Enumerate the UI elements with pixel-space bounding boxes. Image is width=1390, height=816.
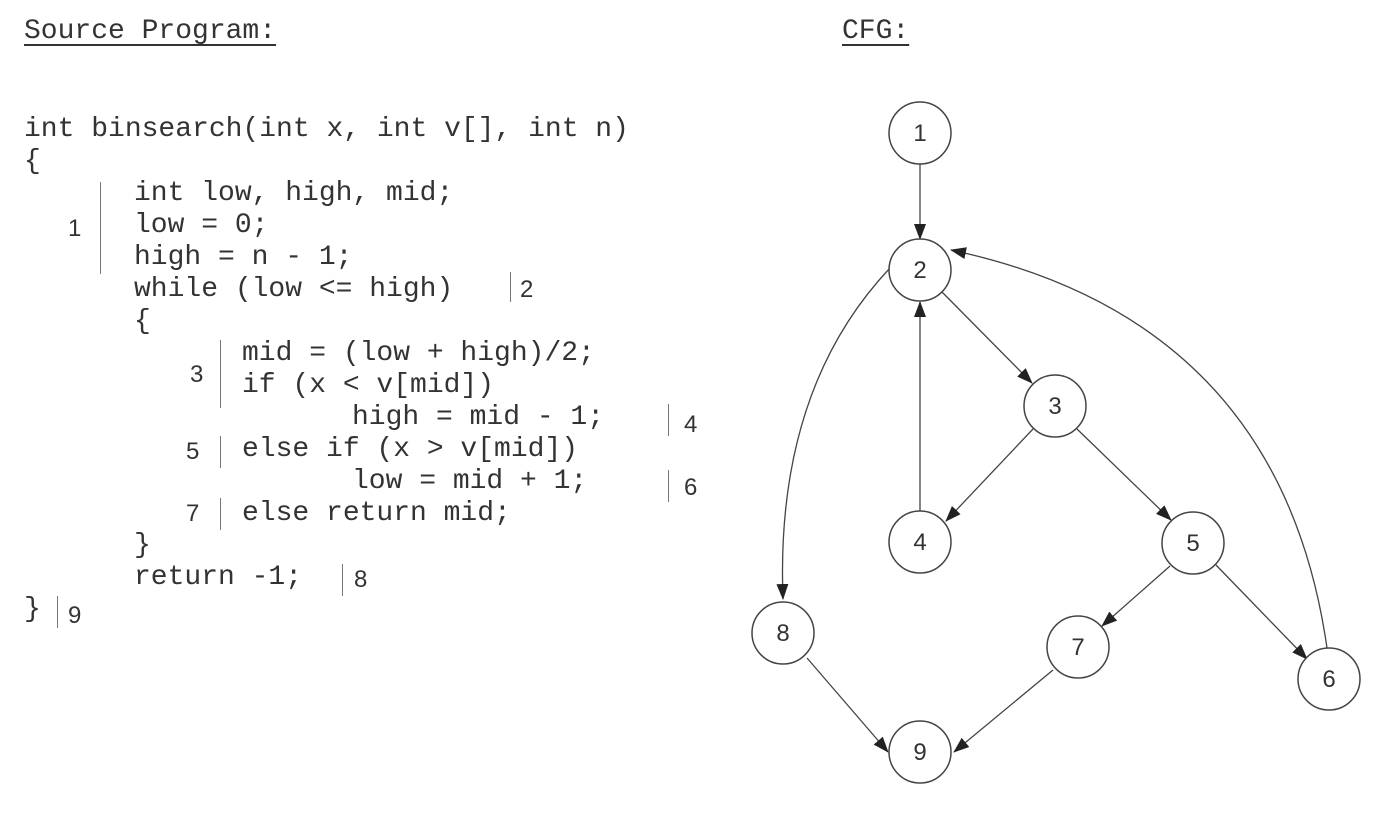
block-8-bar <box>342 564 343 596</box>
cfg-node-9-label: 9 <box>913 739 926 766</box>
edge-5-7 <box>1101 565 1171 627</box>
cfg-node-1: 1 <box>888 101 952 165</box>
cfg-node-5: 5 <box>1161 511 1225 575</box>
edge-7-9 <box>953 669 1054 753</box>
code-line-else-return: else return mid; <box>242 498 511 529</box>
edge-2-8 <box>776 267 891 600</box>
block-label-1: 1 <box>68 215 82 242</box>
block-9-bar <box>57 596 58 628</box>
edge-6-2 <box>950 247 1328 649</box>
block-6-bar <box>668 470 669 502</box>
code-line-return: return -1; <box>134 562 303 593</box>
cfg-node-6-label: 6 <box>1322 666 1335 693</box>
cfg-heading: CFG: <box>842 16 910 47</box>
code-line-low-update: low = mid + 1; <box>352 466 588 497</box>
code-line-while: while (low <= high) <box>134 274 454 305</box>
edge-3-4 <box>945 428 1034 522</box>
source-program-heading: Source Program: <box>24 16 277 47</box>
code-line-high-update: high = mid - 1; <box>352 402 605 433</box>
cfg-node-9: 9 <box>888 720 952 784</box>
cfg-node-1-label: 1 <box>913 120 926 147</box>
edge-2-3 <box>941 291 1033 384</box>
cfg-node-6: 6 <box>1297 647 1361 711</box>
cfg-node-2-label: 2 <box>913 257 926 284</box>
cfg-node-4-label: 4 <box>913 529 926 556</box>
block-2-bar <box>510 272 511 302</box>
edge-3-5 <box>1076 428 1172 521</box>
block-3-bar <box>220 340 221 408</box>
code-line-signature: int binsearch(int x, int v[], int n) <box>24 114 629 145</box>
cfg-node-7-label: 7 <box>1071 634 1084 661</box>
cfg-node-3-label: 3 <box>1048 393 1061 420</box>
block-label-6: 6 <box>684 474 698 501</box>
edge-8-9 <box>806 657 889 753</box>
block-label-9: 9 <box>68 602 82 629</box>
block-label-3: 3 <box>190 361 204 388</box>
block-1-bar <box>100 182 101 274</box>
block-4-bar <box>668 404 669 436</box>
cfg-node-3: 3 <box>1023 374 1087 438</box>
cfg-node-2: 2 <box>888 238 952 302</box>
code-line-if: if (x < v[mid]) <box>242 370 495 401</box>
code-line-mid: mid = (low + high)/2; <box>242 338 595 369</box>
cfg-node-5-label: 5 <box>1186 530 1199 557</box>
block-label-4: 4 <box>684 411 698 438</box>
block-label-2: 2 <box>520 276 534 303</box>
cfg-node-7: 7 <box>1046 615 1110 679</box>
code-line-close-brace: } <box>24 594 41 625</box>
block-5-bar <box>220 436 221 468</box>
code-line-open-brace: { <box>24 146 41 177</box>
code-line-low-init: low = 0; <box>134 210 269 241</box>
cfg-node-8: 8 <box>751 601 815 665</box>
code-line-while-close-brace: } <box>134 530 151 561</box>
edge-5-6 <box>1215 564 1308 660</box>
cfg-node-8-label: 8 <box>776 620 789 647</box>
code-line-else-if: else if (x > v[mid]) <box>242 434 579 465</box>
code-line-declare: int low, high, mid; <box>134 178 454 209</box>
code-line-high-init: high = n - 1; <box>134 242 353 273</box>
block-label-5: 5 <box>186 438 200 465</box>
block-label-8: 8 <box>354 566 368 593</box>
block-label-7: 7 <box>186 500 200 527</box>
code-line-while-open-brace: { <box>134 306 151 337</box>
cfg-node-4: 4 <box>888 510 952 574</box>
block-7-bar <box>220 498 221 530</box>
